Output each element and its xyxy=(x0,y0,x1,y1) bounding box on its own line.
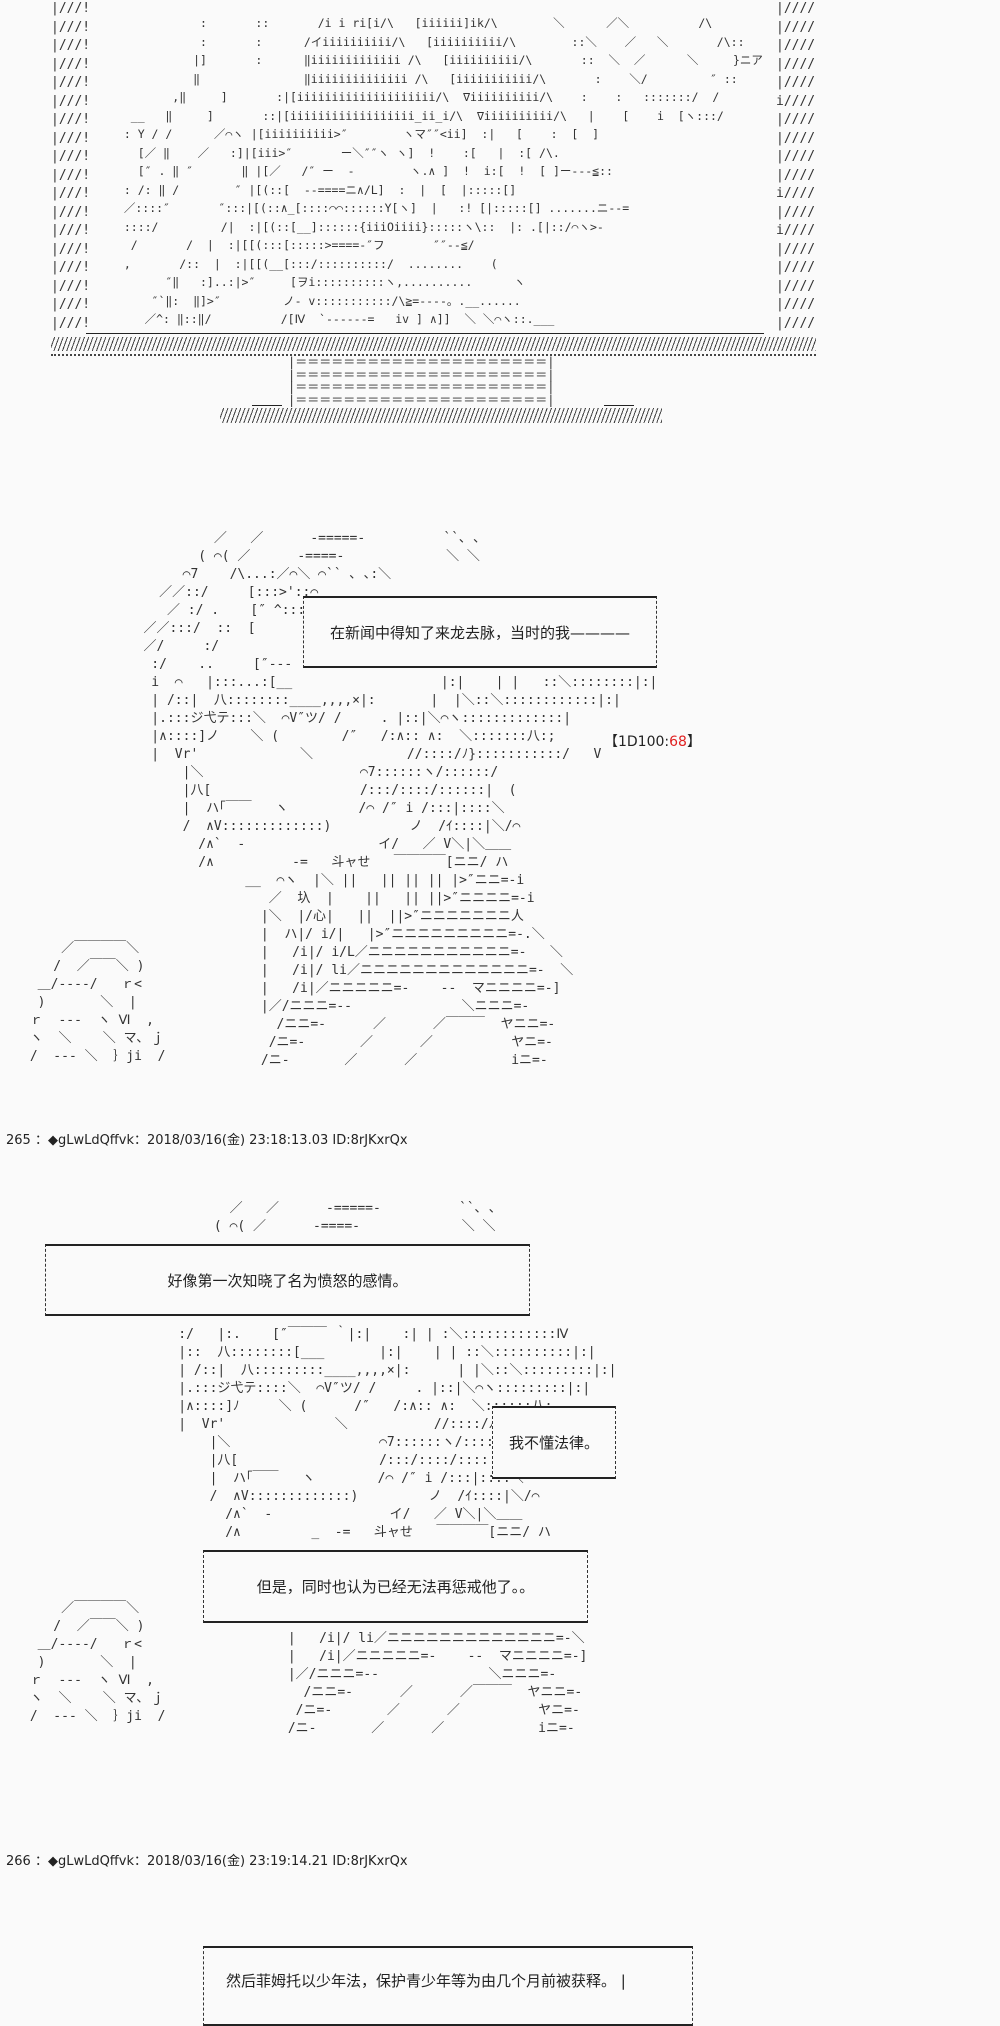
tv-stand-foot-left xyxy=(252,405,282,406)
tv-screen-art: : :: /i i ri[i/\ [iiiiii]ik/\ ＼ ／＼ /\ : … xyxy=(123,16,763,326)
side-character-art-scene2: ／￣￣￣￣＼ / ／￣￣＼ ) ＿/----/ ｒ< ) ＼ | ｒ ‐‐‐ ヽ… xyxy=(29,1601,166,1724)
caption-anger-text: 好像第一次知晓了名为愤怒的感情。 xyxy=(167,1271,408,1290)
caption-box-news: 在新闻中得知了来龙去脉，当时的我———— xyxy=(303,596,657,668)
caption-news-text: 在新闻中得知了来龙去脉，当时的我———— xyxy=(329,623,630,642)
character-head-art-scene2: ／ ／ -=====- ``､ ､ ( ⌒( ／ -====- ＼ ＼ xyxy=(213,1201,496,1234)
tv-right-border: |//// |//// |//// |//// |//// i//// |///… xyxy=(776,1,816,331)
character-art-scene1: ／ ／ -=====- ``､ ､ ( ⌒( ／ -====- ＼ ＼ ⌒7 /… xyxy=(143,531,658,1068)
dice-label: 【1D100: xyxy=(604,734,670,750)
caption-punish-text: 但是，同时也认为已经无法再惩戒他了。。 xyxy=(256,1578,535,1596)
tv-base xyxy=(220,408,662,423)
tv-screen-bottom xyxy=(86,333,764,334)
caption-box-anger: 好像第一次知晓了名为愤怒的感情。 xyxy=(45,1244,530,1316)
post-header-265: 265 ：◆gLwLdQffvk：2018/03/16(金) 23:18:13.… xyxy=(6,1133,408,1148)
dice-value: 68 xyxy=(669,734,687,750)
post-header-266: 266 ：◆gLwLdQffvk：2018/03/16(金) 23:19:14.… xyxy=(6,1854,408,1869)
dice-roll: 【1D100:68】 xyxy=(604,731,701,751)
tv-stand: |＝＝＝＝＝＝＝＝＝＝＝＝＝＝＝＝＝＝＝＝＝| |＝＝＝＝＝＝＝＝＝＝＝＝＝＝＝… xyxy=(288,355,555,407)
tv-frame-bottom xyxy=(51,337,816,351)
caption-box-punish: 但是，同时也认为已经无法再惩戒他了。。 xyxy=(203,1550,588,1623)
caption-release-text: 然后菲姆托以少年法，保护青少年等为由几个月前被获释。 | xyxy=(226,1972,626,1990)
caption-box-law: 我不懂法律。 xyxy=(492,1406,616,1479)
dice-bracket: 】 xyxy=(686,734,701,750)
caption-law-text: 我不懂法律。 xyxy=(508,1434,599,1452)
tv-frame-edge xyxy=(51,354,816,356)
tv-stand-foot-right xyxy=(604,405,634,406)
character-art-scene2: :/ |:. [″￣￣￣ ｀|:| :| | :＼::::::::::::Ⅳ |… xyxy=(178,1327,617,1540)
character-lower-art-scene2: | /i|/ li／ニニニニニニニニニニニニニ=-＼ | /i|／ニニニニニ=-… xyxy=(287,1631,588,1736)
caption-box-release: 然后菲姆托以少年法，保护青少年等为由几个月前被获释。 | xyxy=(203,1946,693,2026)
tv-left-border: |///! |///! |///! |///! |///! |///! |///… xyxy=(51,1,91,331)
side-character-art-scene1: ／￣￣￣￣＼ / ／￣￣＼ ) ＿/----/ ｒ< ) ＼ | ｒ ‐‐‐ ヽ… xyxy=(29,941,166,1064)
